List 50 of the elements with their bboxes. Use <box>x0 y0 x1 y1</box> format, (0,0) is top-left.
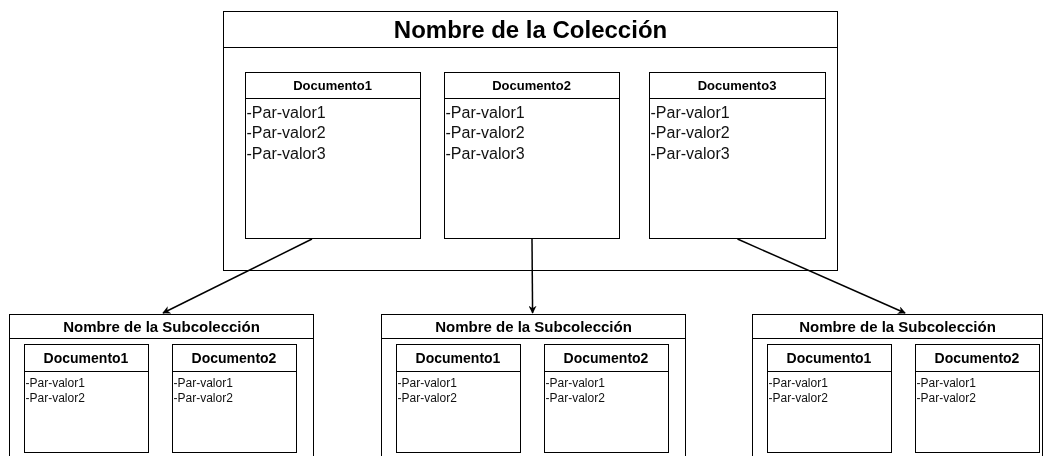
document-box <box>914 343 1040 453</box>
key-value-text: -Par-valor3 <box>649 144 731 165</box>
box-title: Nombre de la Subcolección <box>382 315 685 339</box>
key-value-text: -Par-valor1 <box>444 102 526 123</box>
box-title: Documento2 <box>544 344 668 372</box>
box-title: Nombre de la Subcolección <box>10 315 313 339</box>
key-value-text: -Par-valor1 <box>172 375 234 392</box>
box-title: Documento2 <box>915 344 1039 372</box>
key-value-text: -Par-valor3 <box>245 144 327 165</box>
box-title: Documento1 <box>767 344 891 372</box>
box-title: Nombre de la Colección <box>224 12 837 48</box>
key-value-text: -Par-valor2 <box>544 391 606 407</box>
box-title: Documento1 <box>396 344 520 372</box>
key-value-text: -Par-valor1 <box>767 375 829 392</box>
box-title: Nombre de la Subcolección <box>753 315 1042 339</box>
arrow <box>162 238 313 314</box>
document-box <box>395 343 521 453</box>
document-box <box>543 343 669 453</box>
key-value-text: -Par-valor1 <box>396 375 458 392</box>
key-value-text: -Par-valor2 <box>245 123 327 144</box>
box-title: Documento2 <box>172 344 296 372</box>
collection-box <box>752 314 1043 456</box>
document-box <box>23 343 149 453</box>
key-value-text: -Par-valor1 <box>915 375 977 392</box>
document-box <box>648 71 826 239</box>
arrow <box>528 238 537 314</box>
key-value-text: -Par-valor2 <box>915 391 977 407</box>
box-title: Documento2 <box>444 72 619 99</box>
collection-box <box>381 314 686 456</box>
key-value-text: -Par-valor2 <box>24 391 86 407</box>
collection-box <box>223 11 838 271</box>
key-value-text: -Par-valor2 <box>767 391 829 407</box>
box-title: Documento1 <box>24 344 148 372</box>
document-box <box>443 71 620 239</box>
key-value-text: -Par-valor2 <box>172 391 234 407</box>
key-value-text: -Par-valor2 <box>444 123 526 144</box>
document-box <box>766 343 892 453</box>
document-box <box>244 71 421 239</box>
key-value-text: -Par-valor1 <box>245 102 327 123</box>
key-value-text: -Par-valor2 <box>396 391 458 407</box>
key-value-text: -Par-valor1 <box>649 102 731 123</box>
arrow <box>736 238 906 314</box>
key-value-text: -Par-valor1 <box>24 375 86 392</box>
key-value-text: -Par-valor3 <box>444 144 526 165</box>
collection-box <box>9 314 314 456</box>
key-value-text: -Par-valor2 <box>649 123 731 144</box>
box-title: Documento1 <box>245 72 420 99</box>
box-title: Documento3 <box>649 72 825 99</box>
key-value-text: -Par-valor1 <box>544 375 606 392</box>
document-box <box>171 343 297 453</box>
